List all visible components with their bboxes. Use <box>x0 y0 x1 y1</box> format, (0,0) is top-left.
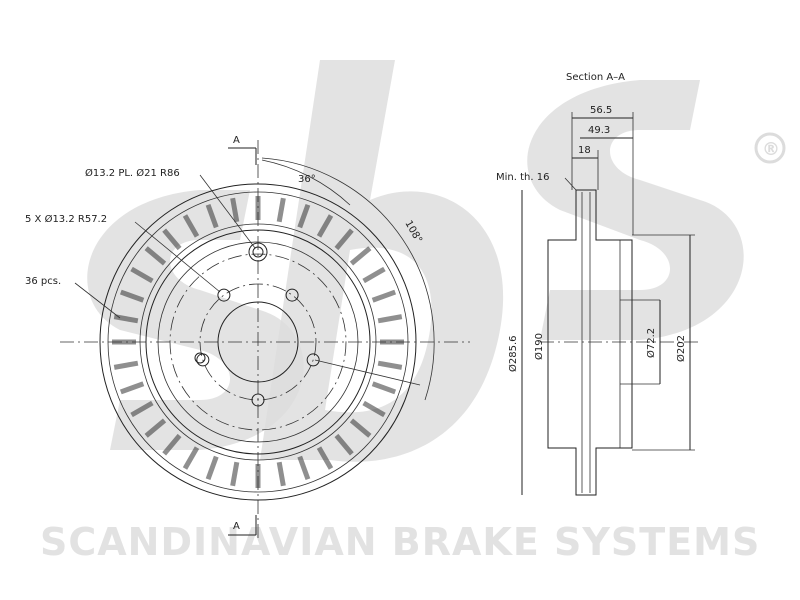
vent-slot <box>377 360 403 370</box>
section-marker-top: A <box>233 135 240 146</box>
hat-inner-ring <box>157 241 359 443</box>
vent-slot <box>377 314 403 324</box>
vent-slot <box>119 381 145 395</box>
vent-slot <box>334 228 354 251</box>
label-min-thickness: Min. th. 16 <box>496 172 549 183</box>
vent-slot <box>162 228 182 251</box>
dim-center-bore: Ø72.2 <box>645 328 657 358</box>
lug-hole <box>251 393 265 407</box>
label-bolt-holes: Ø13.2 PL. Ø21 R86 <box>85 167 180 179</box>
leader-bolt-holes <box>199 174 256 249</box>
vent-slot <box>297 203 311 229</box>
bolt-hole-outer <box>248 242 268 262</box>
vent-slot <box>276 461 286 487</box>
vent-slot <box>230 197 240 223</box>
vent-slot <box>119 289 145 303</box>
cooling-vents <box>112 196 404 488</box>
locating-hole <box>194 352 206 364</box>
vent-slot <box>113 360 139 370</box>
vent-slot <box>297 455 311 481</box>
disc-outer-edge <box>99 183 417 501</box>
vent-slot <box>316 446 334 470</box>
vent-slot <box>130 266 154 284</box>
section-marker-bottom: A <box>233 521 240 532</box>
dim-disc-thickness: 18 <box>578 145 591 156</box>
section-view: Section A–A 56.5 49.3 18 Min. th. 16 Ø28… <box>496 72 700 496</box>
angle-label: 36° <box>298 174 316 185</box>
center-bore <box>217 301 299 383</box>
label-vents: 36 pcs. <box>25 276 61 287</box>
front-view: A A 36° 108° Ø13.2 PL. Ø21 R86 5 X Ø13.2… <box>25 135 470 540</box>
vent-slot <box>144 246 167 266</box>
angle-arc-108 <box>261 157 435 401</box>
dim-hub-diameter: Ø202 <box>675 335 687 362</box>
vent-slot <box>144 418 167 438</box>
vent-slot <box>182 214 200 238</box>
angle-arc-36 <box>261 159 351 206</box>
vent-slot <box>371 381 397 395</box>
leader-r86 <box>314 359 421 386</box>
lug-hole <box>217 288 231 302</box>
lug-hole <box>285 288 299 302</box>
registered-mark-circle <box>754 132 786 164</box>
vent-slot <box>316 214 334 238</box>
lug-circle <box>199 283 317 401</box>
leader-vents <box>74 282 121 319</box>
vent-slot <box>205 455 219 481</box>
lug-holes <box>196 288 320 407</box>
brand-footer: SCANDINAVIAN BRAKE SYSTEMS <box>40 520 760 564</box>
vent-slot <box>349 418 372 438</box>
vent-slot <box>230 461 240 487</box>
vent-slot <box>371 289 397 303</box>
dim-overall-width: 56.5 <box>590 105 612 116</box>
vent-slot <box>130 400 154 418</box>
leader-min-thickness <box>564 177 577 191</box>
lug-hole <box>306 353 320 367</box>
vent-slot <box>276 197 286 223</box>
vent-slot <box>205 203 219 229</box>
vent-inner-ring <box>139 223 377 461</box>
vent-slot <box>334 433 354 456</box>
vent-slot <box>162 433 182 456</box>
bolt-hole-inner <box>252 246 264 258</box>
dim-outer-diameter: Ø285.6 <box>507 336 519 373</box>
vent-slot <box>182 446 200 470</box>
label-lug-holes: 5 X Ø13.2 R57.2 <box>25 213 107 225</box>
hat-outer-ring <box>145 229 371 455</box>
bolt-circle <box>169 253 347 431</box>
leader-lug-holes <box>134 221 221 293</box>
vent-slot <box>349 246 372 266</box>
section-title: Section A–A <box>566 72 625 83</box>
dim-hat-depth: 49.3 <box>588 125 610 136</box>
vent-slot <box>362 266 386 284</box>
vent-slot <box>362 400 386 418</box>
dim-hat-diameter: Ø190 <box>533 333 545 360</box>
disc-outer-inner-edge <box>107 191 409 493</box>
vent-slot <box>113 314 139 324</box>
registered-mark: ® <box>762 139 780 160</box>
